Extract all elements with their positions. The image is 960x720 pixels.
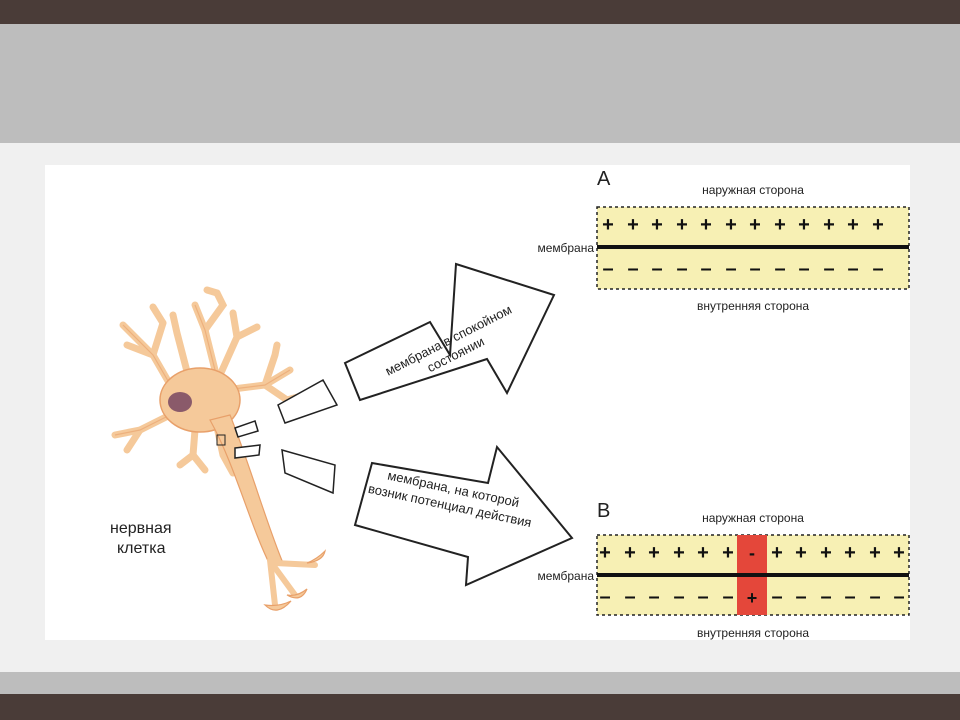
positive-charge-sign: + (722, 542, 734, 564)
negative-charge-sign: – (771, 586, 782, 608)
negative-charge-sign: – (820, 586, 831, 608)
negative-charge-sign: – (648, 586, 659, 608)
negative-charge-sign: – (869, 586, 880, 608)
positive-charge-sign: + (599, 542, 611, 564)
positive-charge-sign: + (651, 214, 663, 236)
positive-charge-sign: + (823, 214, 835, 236)
positive-charge-sign: + (872, 214, 884, 236)
panel-a-positive-charges: + + + + + + + + + + + + (602, 214, 884, 236)
negative-charge-sign: – (697, 586, 708, 608)
negative-charge-sign: – (673, 586, 684, 608)
panel-a-inner-label: внутренняя сторона (697, 299, 809, 313)
negative-charge-sign: – (602, 258, 613, 280)
positive-charge-sign: + (725, 214, 737, 236)
positive-charge-sign: + (771, 542, 783, 564)
panel-b-positive-charges: + + + + + + + + + + + + (599, 542, 905, 564)
zoom-trapezoids (234, 378, 339, 495)
depolarized-outer-sign: - (749, 543, 755, 563)
membrane-panel-b: В наружная сторона мембрана внутренняя с… (537, 500, 910, 640)
positive-charge-sign: + (627, 214, 639, 236)
positive-charge-sign: + (648, 542, 660, 564)
negative-charge-sign: – (722, 586, 733, 608)
negative-charge-sign: – (725, 258, 736, 280)
negative-charge-sign: – (844, 586, 855, 608)
panel-a-negative-charges: –––––––––––– (602, 258, 883, 280)
negative-charge-sign: – (676, 258, 687, 280)
cell-label-line1: нервная (110, 520, 172, 537)
negative-charge-sign: – (700, 258, 711, 280)
negative-charge-sign: – (624, 586, 635, 608)
panel-b-membrane-label: мембрана (537, 569, 594, 583)
diagram-panel: нервная клетка мембрана в спокойном сост… (45, 165, 910, 640)
resting-state-arrow: мембрана в спокойном состоянии (343, 262, 556, 402)
zoom-marker (216, 434, 226, 446)
panel-b-letter: В (597, 500, 610, 522)
positive-charge-sign: + (847, 214, 859, 236)
positive-charge-sign: + (676, 214, 688, 236)
negative-charge-sign: – (774, 258, 785, 280)
slide-footer-strip (0, 672, 960, 694)
panel-b-outer-label: наружная сторона (702, 511, 804, 525)
negative-charge-sign: – (893, 586, 904, 608)
positive-charge-sign: + (697, 542, 709, 564)
membrane-diagram: нервная клетка мембрана в спокойном сост… (110, 168, 910, 640)
positive-charge-sign: + (624, 542, 636, 564)
positive-charge-sign: + (673, 542, 685, 564)
cell-label-line2: клетка (117, 540, 166, 557)
negative-charge-sign: – (627, 258, 638, 280)
positive-charge-sign: + (798, 214, 810, 236)
negative-charge-sign: – (798, 258, 809, 280)
bottom-dark-bar (0, 694, 960, 720)
negative-charge-sign: – (599, 586, 610, 608)
panel-b-inner-label: внутренняя сторона (697, 626, 809, 640)
positive-charge-sign: + (602, 214, 614, 236)
nucleus-shape (168, 392, 192, 412)
panel-a-letter: А (597, 168, 611, 190)
positive-charge-sign: + (700, 214, 712, 236)
negative-charge-sign: – (749, 258, 760, 280)
slide-header-band (0, 24, 960, 143)
negative-charge-sign: – (823, 258, 834, 280)
top-dark-bar (0, 0, 960, 24)
positive-charge-sign: + (869, 542, 881, 564)
action-potential-arrow: мембрана, на которой возник потенциал де… (353, 444, 574, 587)
positive-charge-sign: + (749, 214, 761, 236)
nerve-cell-illustration (111, 286, 326, 611)
depolarized-inner-sign: + (747, 588, 758, 608)
negative-charge-sign: – (847, 258, 858, 280)
positive-charge-sign: + (844, 542, 856, 564)
panel-a-membrane-label: мембрана (537, 241, 594, 255)
negative-charge-sign: – (795, 586, 806, 608)
positive-charge-sign: + (774, 214, 786, 236)
membrane-panel-a: А наружная сторона мембрана внутренняя с… (537, 168, 910, 313)
panel-a-outer-label: наружная сторона (702, 183, 804, 197)
positive-charge-sign: + (893, 542, 905, 564)
positive-charge-sign: + (795, 542, 807, 564)
negative-charge-sign: – (651, 258, 662, 280)
positive-charge-sign: + (820, 542, 832, 564)
negative-charge-sign: – (872, 258, 883, 280)
panel-b-negative-charges: –––––––––––– (599, 586, 904, 608)
